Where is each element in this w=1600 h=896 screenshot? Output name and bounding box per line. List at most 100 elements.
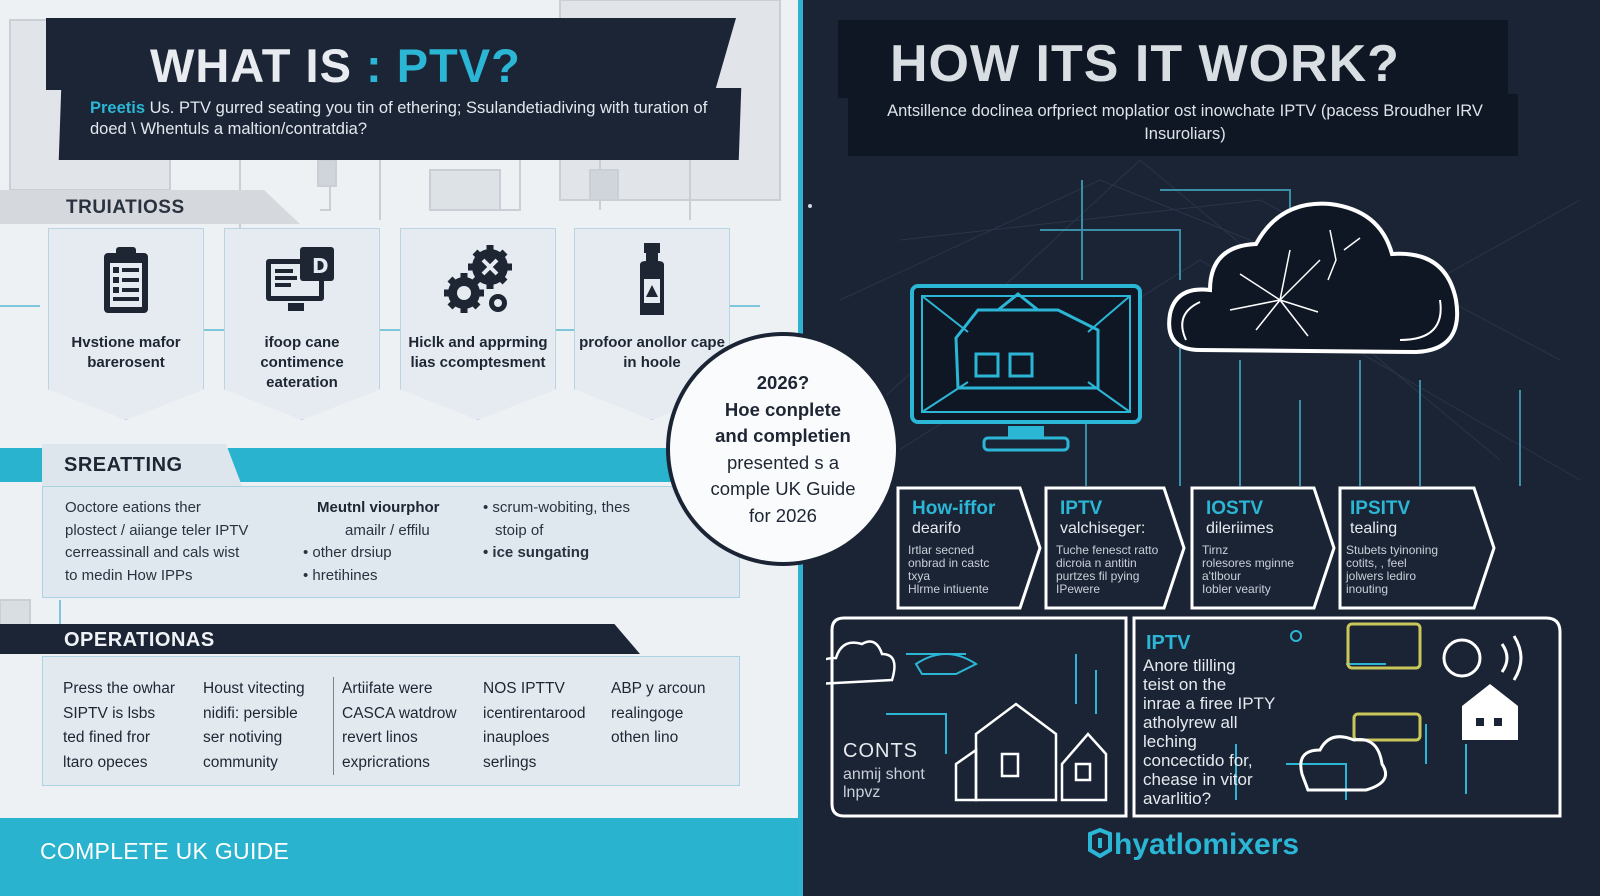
intro-rest: Us. PTV gurred seating you tin of etheri…: [90, 99, 708, 138]
text-line-value: other drsiup: [312, 544, 392, 561]
text-line: amailr / effilu: [345, 521, 430, 539]
ops-col-2: Houst vitecting nidifi: persible ser not…: [203, 677, 305, 775]
page-title: WHAT IS : PTV?: [150, 38, 521, 93]
ops-col-1: Press the owhar SIPTV is lsbs ted fined …: [63, 677, 175, 775]
title-accent: : PTV?: [366, 39, 521, 92]
step-sub: dileriimes: [1206, 520, 1274, 537]
brand-mark-icon: [1088, 827, 1112, 859]
text-line: teist on the: [1143, 675, 1227, 694]
step-head: How-iffor: [912, 498, 996, 519]
step-3: IOSTV dileriimes Tirnz rolesores mginne …: [1192, 486, 1342, 610]
text-line: realingoge: [611, 704, 684, 722]
text-line: NOS IPTTV: [483, 680, 565, 697]
text-line: Anore tlilling: [1143, 656, 1236, 675]
text-line: Hlrme intiuente: [908, 582, 989, 596]
col-lead: Meutnl viourphor: [317, 499, 440, 516]
intro-lead: Preetis: [90, 99, 146, 117]
text-line-value: ice sungating: [492, 544, 590, 561]
text-line: atholyrew all: [1143, 713, 1238, 732]
step-4: IPSITV tealing Stubets tyinoning cotits,…: [1336, 486, 1506, 610]
text-line: Ooctore eations ther: [65, 499, 201, 516]
text-line: Tuche fenesct ratto: [1056, 543, 1159, 557]
right-title: HOW ITS IT WORK?: [890, 35, 1400, 93]
ops-col-4: NOS IPTTV icentirentarood inauploes serl…: [483, 677, 586, 775]
text-line: onbrad in castc: [908, 556, 990, 570]
text-line: Iobler vearity: [1202, 582, 1271, 596]
section-title-sreatting: SREATTING: [64, 454, 183, 476]
text-line: Tirnz: [1202, 543, 1229, 557]
step-sub: tealing: [1350, 520, 1398, 537]
text-line: jolwers lediro: [1346, 569, 1417, 583]
text-line-value: scrum-wobiting, thes: [492, 499, 630, 516]
text-line: concectido for,: [1143, 751, 1253, 770]
step-head: IPTV: [1060, 498, 1103, 519]
text-line: SIPTV is lsbs: [63, 704, 156, 722]
sreatting-col-3: • scrum-wobiting, thes stoip of • ice su…: [483, 497, 630, 565]
text-line: nidifi: persible: [203, 704, 298, 722]
text-line: cerreassinall and cals wist: [65, 544, 240, 561]
step-body: Stubets tyinoning cotits, , feel jolwers…: [1346, 544, 1438, 596]
text-line: inrae a firee IPTY: [1143, 694, 1276, 713]
title-banner: [46, 18, 736, 90]
badge-line: Hoe conplete: [724, 398, 842, 420]
operations-box: Press the owhar SIPTV is lsbs ted fined …: [42, 656, 740, 786]
sreatting-col-1: Ooctore eations ther plostect / aiiange …: [65, 497, 248, 587]
text-line: icentirentarood: [483, 704, 586, 722]
badge-line: and completien: [715, 425, 851, 446]
section-title-truiatioss: TRUIATIOSS: [66, 197, 185, 218]
text-line: serlings: [483, 753, 537, 771]
text-line: plostect / aiiange teler IPTV: [65, 521, 249, 539]
step-sub: valchiseger:: [1060, 520, 1146, 537]
text-line: leching: [1143, 732, 1197, 751]
text-line: txya: [908, 569, 931, 583]
text-line: Irtlar secned: [908, 543, 975, 557]
section-title-operations: OPERATIONAS: [64, 629, 215, 651]
title-prefix: WHAT IS: [150, 39, 366, 92]
iptv-panel-body: Anore tlilling teist on the inrae a fire…: [1143, 656, 1275, 808]
footer-bar: [0, 818, 800, 896]
ops-col-3: Artiifate were CASCA watdrow revert lino…: [333, 677, 457, 775]
badge-text: 2026? Hoe conplete and completien presen…: [670, 370, 896, 529]
step-head: IPSITV: [1350, 498, 1411, 519]
text-line: • hretihines: [303, 566, 378, 584]
text-line: CASCA watdrow: [342, 704, 457, 722]
text-line: inauploes: [483, 729, 550, 746]
text-line-value: hretihines: [312, 566, 378, 584]
step-chevrons: [896, 486, 1496, 610]
card-label: Hvstione mafor barerosent: [71, 334, 181, 371]
text-line: inouting: [1346, 582, 1389, 596]
card-label: ifoop cane contimence eateration: [260, 334, 344, 391]
monitor-illustration-icon: [910, 284, 1142, 452]
conts-sub: anmij shont lnpvz: [843, 766, 925, 802]
text-line: rolesores mginne: [1202, 556, 1295, 570]
badge-line: comple UK Guide: [710, 478, 856, 499]
iptv-panel-head: IPTV: [1146, 632, 1191, 654]
text-line: ted fined fror: [63, 729, 151, 746]
conts-label: CONTS: [843, 740, 918, 762]
right-subtitle: Antsillence doclinea orfpriect moplatior…: [887, 102, 1483, 143]
center-badge: 2026? Hoe conplete and completien presen…: [670, 336, 896, 562]
section-tab-background: [0, 190, 300, 224]
text-line: chease in vitor: [1143, 770, 1253, 789]
card-label: Hiclk and apprming lias ccomptesment: [408, 334, 548, 371]
text-line: Artiifate were: [342, 680, 433, 697]
text-line: dicroia n antitin: [1056, 556, 1137, 570]
text-line: lnpvz: [843, 784, 881, 801]
bottom-diagram: [826, 616, 1562, 818]
step-body: Tuche fenesct ratto dicroia n antitin pu…: [1056, 544, 1158, 596]
text-line: ser notiving: [203, 729, 283, 746]
gears-icon: [444, 245, 512, 313]
right-subtitle-banner: [848, 94, 1518, 156]
monitor-icon: D: [266, 247, 334, 311]
text-line: Press the owhar: [63, 680, 175, 697]
text-line: purtzes fil pying: [1056, 569, 1140, 583]
step-1: How-iffor dearifo Irtlar secned onbrad i…: [898, 486, 1048, 610]
operations-bar: [0, 624, 640, 654]
text-line: revert linos: [342, 729, 418, 746]
ops-col-5: ABP y arcoun realingoge othen lino: [611, 677, 706, 751]
text-line: community: [203, 753, 278, 771]
sreatting-box: Ooctore eations ther plostect / aiiange …: [42, 486, 740, 598]
brand-logo: hyatlomixers: [1086, 827, 1299, 862]
clipboard-icon: [104, 247, 148, 313]
badge-line: for 2026: [749, 504, 817, 526]
